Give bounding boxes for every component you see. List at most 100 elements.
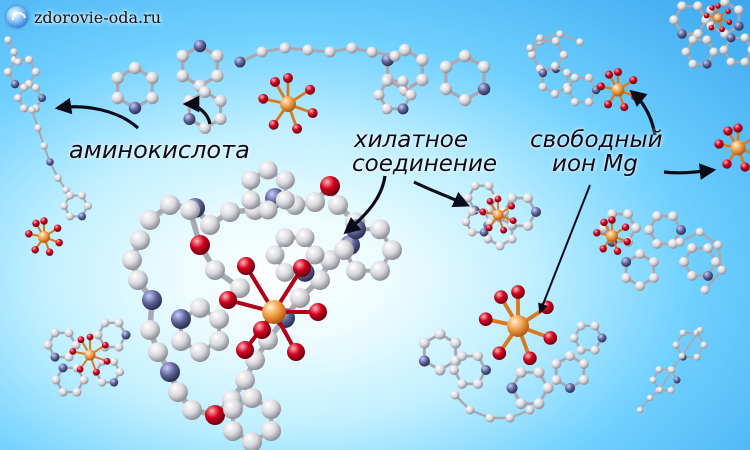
carbon-atom [720, 0, 730, 7]
oxygen-atom [623, 237, 631, 246]
nitrogen-atom [734, 21, 744, 31]
nitrogen-atom [677, 29, 687, 39]
carbon-atom [235, 370, 255, 390]
oxygen-atom [292, 123, 303, 134]
carbon-atom [199, 86, 211, 98]
carbon-atom [652, 211, 662, 222]
carbon-atom [114, 342, 124, 352]
carbon-atom [334, 240, 354, 260]
oxygen-atom [703, 12, 710, 19]
magnesium-atom [730, 140, 746, 156]
nitrogen-atom [121, 330, 131, 340]
carbon-atom [160, 195, 180, 215]
carbon-atom [66, 212, 74, 221]
carbon-atom [279, 42, 291, 54]
carbon-atom [3, 67, 13, 77]
carbon-atom [109, 357, 119, 366]
carbon-atom [668, 238, 678, 249]
carbon-atom [146, 91, 159, 105]
carbon-atom [140, 210, 160, 230]
oxygen-atom [287, 343, 305, 361]
carbon-atom [726, 57, 736, 67]
carbon-atom [434, 364, 446, 376]
carbon-atom [484, 181, 494, 191]
carbon-atom [114, 318, 124, 328]
oxygen-atom [708, 24, 715, 31]
oxygen-atom [508, 202, 516, 210]
left-amino-chain [3, 36, 92, 221]
carbon-atom [305, 245, 325, 265]
nitrogen-atom [477, 82, 491, 96]
arrow-free-up [629, 89, 657, 136]
carbon-atom [526, 44, 534, 52]
carbon-atom [717, 265, 727, 275]
carbon-atom [43, 340, 53, 350]
carbon-atom [623, 209, 633, 220]
carbon-atom [434, 328, 446, 340]
nitrogen-atom [142, 290, 162, 310]
big-chelate-molecule [122, 160, 402, 450]
carbon-atom [563, 85, 573, 95]
carbon-atom [180, 200, 200, 220]
carbon-atom [111, 71, 124, 85]
oxygen-atom [25, 230, 33, 238]
carbon-atom [176, 49, 189, 63]
free-mg-ion-left [25, 217, 63, 256]
carbon-atom [302, 44, 314, 56]
carbon-atom [242, 388, 262, 408]
carbon-atom [140, 320, 160, 340]
nitrogen-atom [538, 68, 548, 78]
carbon-atom [64, 352, 74, 362]
carbon-atom [533, 366, 545, 378]
oxygen-atom [613, 247, 622, 255]
carbon-atom [590, 345, 600, 355]
oxygen-atom [500, 226, 508, 234]
carbon-atom [646, 394, 654, 402]
nitrogen-atom [38, 94, 46, 102]
carbon-atom [747, 45, 750, 55]
oxygen-atom [485, 224, 493, 232]
carbon-atom [79, 375, 89, 385]
carbon-atom [241, 190, 261, 210]
carbon-atom [370, 260, 390, 281]
carbon-atom [389, 50, 401, 62]
carbon-atom [470, 181, 480, 191]
oxygen-atom [76, 365, 84, 373]
carbon-atom [709, 47, 719, 57]
magnesium-atom [606, 230, 618, 242]
carbon-atom [72, 387, 82, 397]
carbon-atom [10, 48, 18, 56]
carbon-atom [51, 375, 61, 385]
nitrogen-atom [418, 355, 430, 367]
arrow-free-right [663, 163, 717, 180]
bond [681, 329, 701, 357]
oxygen-atom [596, 82, 605, 91]
magnesium-atom [262, 300, 286, 324]
oxygen-atom [709, 5, 715, 11]
carbon-atom [100, 318, 110, 328]
carbon-atom [258, 160, 278, 180]
carbon-atom [702, 35, 712, 45]
nitrogen-atom [531, 207, 541, 217]
carbon-atom [64, 328, 74, 338]
oxygen-atom [494, 195, 502, 203]
carbon-atom [242, 432, 262, 450]
carbon-atom [130, 230, 150, 250]
carbon-atom [621, 273, 632, 283]
carbon-atom [220, 202, 240, 222]
carbon-atom [688, 59, 698, 69]
carbon-atom [222, 421, 243, 441]
oxygen-atom [620, 103, 629, 112]
chelate-right-middle [593, 209, 727, 295]
oxygen-atom [613, 67, 623, 77]
carbon-atom [679, 257, 689, 267]
carbon-atom [31, 67, 41, 77]
carbon-atom [211, 69, 224, 83]
oxygen-atom [722, 159, 732, 169]
carbon-atom [678, 352, 686, 360]
carbon-atom [457, 351, 467, 362]
carbon-atom [370, 219, 390, 240]
oxygen-atom [237, 257, 255, 275]
nitrogen-atom [702, 59, 712, 69]
